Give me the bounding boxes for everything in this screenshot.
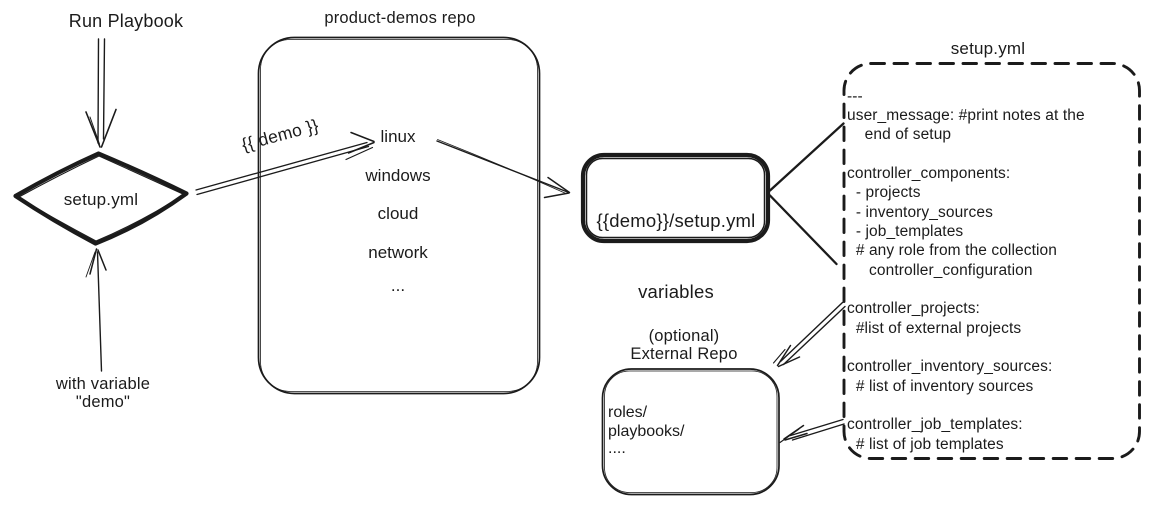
- yaml-line: controller_inventory_sources:: [847, 358, 1053, 376]
- repo-item-ellipsis: ...: [390, 276, 406, 295]
- external-repo-box: [601, 368, 780, 496]
- yaml-line: # list of job templates: [847, 435, 1004, 453]
- yaml-line: controller_components:: [847, 164, 1011, 182]
- yaml-line: - job_templates: [847, 222, 964, 240]
- yaml-line: user_message: #print notes at the: [847, 106, 1085, 124]
- product-demos-repo-title: product-demos repo: [324, 9, 476, 27]
- linux-to-variables-arrow: [436, 139, 571, 199]
- run-playbook-label: Run Playbook: [68, 11, 184, 31]
- repo-item-windows: windows: [365, 166, 431, 185]
- demo-arrow: [195, 131, 375, 196]
- yaml-line: ---: [847, 87, 863, 105]
- yaml-line: [847, 396, 1137, 415]
- setup-yml-diamond-label: setup.yml: [63, 190, 139, 209]
- yaml-line: [847, 280, 1137, 299]
- setup-yml-content: --- user_message: #print notes at the en…: [847, 87, 1137, 455]
- yaml-line: controller_projects:: [847, 300, 980, 318]
- with-variable-label-line2: "demo": [75, 393, 131, 411]
- external-repo-item-ellipsis: ....: [608, 440, 626, 457]
- product-demos-repo-box: [257, 36, 541, 395]
- projects-to-external-arrow: [772, 301, 846, 368]
- run-playbook-arrow: [85, 38, 117, 148]
- yaml-line: # any role from the collection: [847, 242, 1057, 260]
- yaml-line: - projects: [847, 184, 921, 202]
- setup-yml-dashed-box: [842, 62, 1141, 460]
- external-repo-title-line2: External Repo: [630, 345, 738, 363]
- variables-box-label-line2: variables: [638, 280, 714, 302]
- setup-diamond: [13, 151, 189, 246]
- yaml-line: [847, 338, 1137, 357]
- external-repo-item-roles: roles/: [608, 404, 648, 421]
- variables-box-label: {{demo}}/setup.yml variables: [584, 162, 768, 327]
- job-templates-to-external-arrow: [779, 418, 845, 444]
- yaml-line: - inventory_sources: [847, 203, 993, 221]
- repo-item-linux: linux: [380, 127, 416, 146]
- repo-item-network: network: [368, 243, 428, 262]
- variables-box-label-line1: {{demo}}/setup.yml: [596, 210, 756, 231]
- repo-item-cloud: cloud: [377, 204, 419, 223]
- with-variable-arrow: [85, 248, 107, 372]
- yaml-line: end of setup: [847, 126, 952, 144]
- variables-box: [580, 152, 771, 244]
- variables-to-setup-fan-lines: [768, 122, 845, 266]
- external-repo-title-line1: (optional): [648, 327, 720, 345]
- yaml-line: controller_job_templates:: [847, 416, 1023, 434]
- external-repo-item-playbooks: playbooks/: [608, 423, 685, 440]
- setup-yml-title: setup.yml: [950, 39, 1026, 58]
- yaml-line: #list of external projects: [847, 319, 1022, 337]
- yaml-line: # list of inventory sources: [847, 377, 1034, 395]
- yaml-line: [847, 145, 1137, 164]
- with-variable-label-line1: with variable: [55, 375, 151, 393]
- yaml-line: controller_configuration: [847, 261, 1033, 279]
